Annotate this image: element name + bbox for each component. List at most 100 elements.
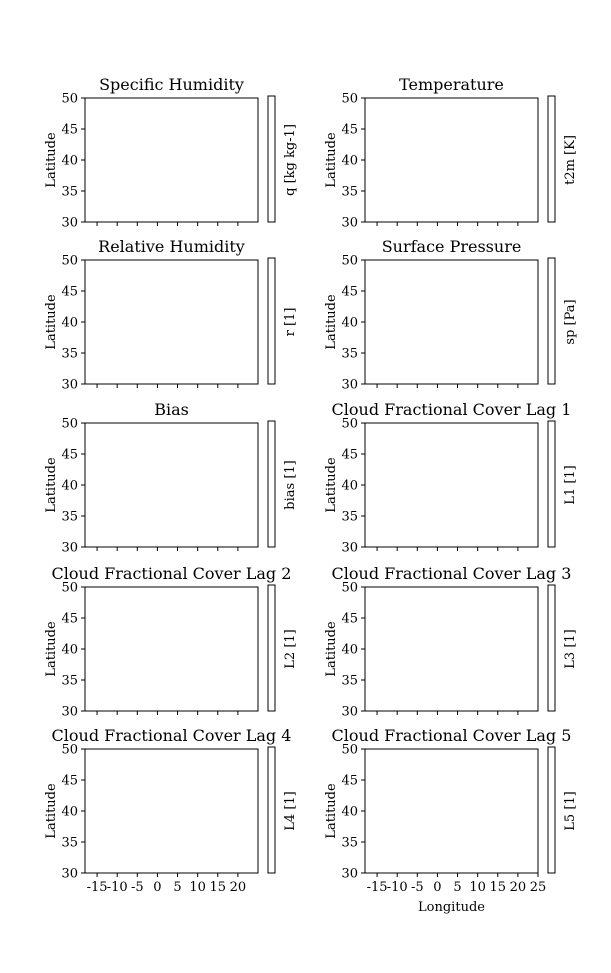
panel-7: Cloud Fractional Cover Lag 23035404550La… [44,564,298,720]
y-tick-label: 35 [61,674,78,689]
colorbar [267,257,276,385]
y-axis-label: Latitude [324,457,339,513]
panel-title: Cloud Fractional Cover Lag 4 [52,726,292,745]
x-axis-label: Longitude [418,900,485,915]
panel-8: Cloud Fractional Cover Lag 3 30 35 40 45 50La… [324,564,578,720]
panel-title: Surface Pressure [382,237,522,256]
y-tick-label: 35 [341,674,358,689]
axes-frame [84,586,259,712]
y-tick-label: 45 [341,285,358,300]
y-axis-label: Latitude [324,132,339,188]
colorbar-label: bias [1] [283,460,298,509]
y-tick-label: 45 [341,774,358,789]
x-tick-label: 10 [469,880,486,895]
y-tick-label: 40 [341,479,358,494]
panel-title: Cloud Fractional Cover Lag 1 [332,400,572,419]
colorbar-label: q [kg kg-1] [283,124,298,196]
x-tick-label: -15 [367,880,388,895]
axes-frame [84,422,259,548]
panel-title: Cloud Fractional Cover Lag 5 [332,726,572,745]
y-tick-label: 50 [341,581,358,596]
panel-title: Cloud Fractional Cover Lag 3 [332,564,572,583]
colorbar-label: L1 [1] [563,465,578,504]
y-tick-label: 40 [341,805,358,820]
y-tick-label: 30 [341,378,358,393]
y-tick-label: 50 [61,417,78,432]
y-tick-label: 50 [341,254,358,269]
y-tick-label: 30 [61,867,78,882]
y-tick-label: 45 [61,774,78,789]
x-tick-label: 25 [530,880,547,895]
y-axis-label: Latitude [44,294,59,350]
colorbar [267,95,276,223]
panel-title: Bias [154,400,189,419]
y-axis-label: Latitude [324,783,339,839]
y-tick-label: 35 [61,347,78,362]
y-tick-label: 45 [341,123,358,138]
x-tick-label: 15 [489,880,506,895]
y-tick-label: 50 [61,743,78,758]
y-tick-label: 35 [61,185,78,200]
colorbar-label: L5 [1] [563,791,578,830]
y-tick-label: 45 [61,123,78,138]
colorbar [547,746,556,874]
y-tick-label: 30 [61,541,78,556]
y-axis-label: Latitude [44,457,59,513]
y-tick-label: 45 [341,612,358,627]
y-axis-label: Latitude [324,621,339,677]
y-tick-label: 30 [341,867,358,882]
y-tick-label: 50 [61,92,78,107]
x-tick-label: 0 [153,880,161,895]
y-tick-label: 45 [61,285,78,300]
y-axis-label: Latitude [44,132,59,188]
x-tick-label: 5 [453,880,461,895]
colorbar [547,584,556,712]
y-tick-label: 50 [341,92,358,107]
colorbar [547,95,556,223]
y-tick-label: 50 [61,581,78,596]
y-tick-label: 40 [341,316,358,331]
y-tick-label: 35 [341,185,358,200]
axes-frame [364,748,539,874]
panel-title: Cloud Fractional Cover Lag 2 [52,564,292,583]
y-tick-label: 40 [61,479,78,494]
colorbar-label: t2m [K] [563,135,578,185]
panel-10: Cloud Fractional Cover Lag 53035404550La… [324,726,578,915]
colorbar [547,420,556,548]
y-tick-label: 40 [61,805,78,820]
x-tick-label: 10 [189,880,206,895]
x-tick-label: 0 [433,880,441,895]
colorbar-label: sp [Pa] [563,299,578,344]
x-tick-label: -10 [107,880,128,895]
y-tick-label: 35 [61,836,78,851]
y-tick-label: 30 [341,541,358,556]
axes-frame [364,259,539,385]
y-tick-label: 30 [341,705,358,720]
colorbar [267,746,276,874]
colorbar-label: L3 [1] [563,629,578,668]
y-tick-label: 30 [61,378,78,393]
x-tick-label: -5 [131,880,144,895]
y-tick-label: 35 [341,510,358,525]
x-tick-label: 20 [510,880,527,895]
y-tick-label: 40 [341,154,358,169]
axes-frame [84,97,259,223]
y-axis-label: Latitude [44,783,59,839]
axes-frame [84,259,259,385]
y-tick-label: 40 [341,643,358,658]
x-tick-label: -5 [411,880,424,895]
y-tick-label: 30 [61,216,78,231]
axes-frame [364,586,539,712]
x-tick-label: 15 [209,880,226,895]
colorbar-label: L2 [1] [283,629,298,668]
y-tick-label: 35 [341,347,358,362]
y-tick-label: 45 [61,612,78,627]
axes-frame [84,748,259,874]
x-tick-label: -15 [87,880,108,895]
y-tick-label: 40 [61,316,78,331]
